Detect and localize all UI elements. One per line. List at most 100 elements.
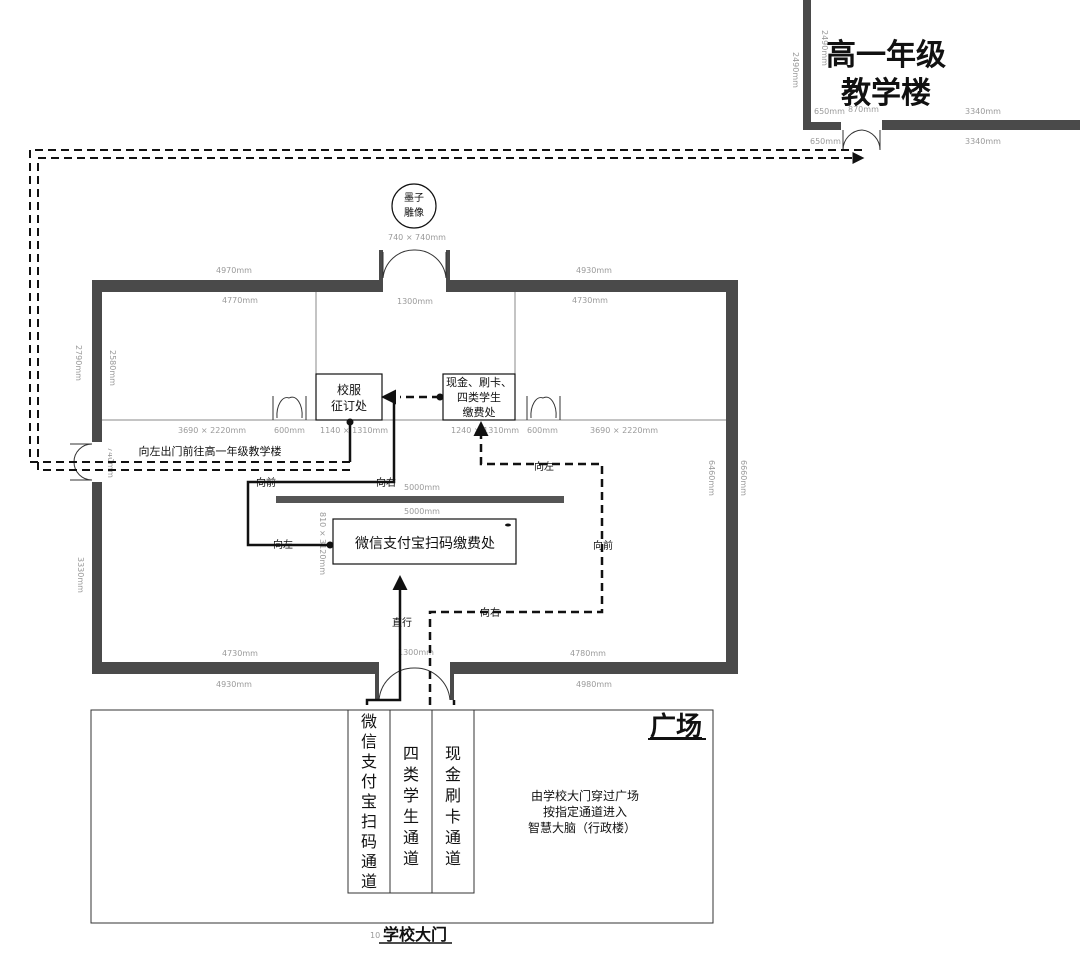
bottom-door-right	[413, 667, 451, 701]
hall-dimensions: 4970mm 4930mm 4770mm 4730mm 1300mm 740 ×…	[74, 233, 748, 689]
wall-bottom-left	[92, 662, 378, 674]
dim-4970: 4970mm	[216, 266, 252, 275]
dir-left: 向左	[273, 538, 293, 551]
building-title-line2: 教学楼	[841, 76, 931, 111]
building-door-right	[861, 129, 881, 151]
channel-char: 四	[403, 744, 419, 763]
dim-3340-b: 3340mm	[965, 137, 1001, 146]
statue-line2: 雕像	[404, 206, 424, 219]
top-gate-post-left	[379, 250, 383, 292]
channel-wechat-text: 微 信 支 付 宝 扫 码 通 道	[361, 712, 377, 891]
route-dot-scan	[326, 541, 334, 549]
instruction-line1: 由学校大门穿过广场	[531, 788, 639, 803]
channel-char: 金	[445, 765, 461, 784]
dir-right-upper: 向右	[376, 476, 396, 489]
grade1-building: 高一年级 教学楼 2490mm 2490mm 650mm 870mm 3340m…	[791, 0, 1080, 151]
dim-5000-a: 5000mm	[404, 483, 440, 492]
building-title-line1: 高一年级	[826, 38, 946, 73]
dim-4780: 4780mm	[570, 649, 606, 658]
cash-room-line3: 缴费处	[463, 405, 496, 419]
hall-walls	[92, 250, 738, 700]
channel-char: 道	[445, 849, 461, 868]
dim-2580: 2580mm	[108, 350, 117, 386]
dim-1140: 1140 × 1310mm	[320, 426, 388, 435]
building-wall-bottom-right	[882, 120, 1080, 130]
channel-four-text: 四 类 学 生 通 道	[403, 744, 419, 868]
wall-bottom-right	[450, 662, 738, 674]
dim-650-a: 650mm	[814, 107, 845, 116]
channel-char: 宝	[361, 792, 377, 811]
dim-4980: 4980mm	[576, 680, 612, 689]
partition-bar	[276, 496, 564, 503]
interior-lines	[102, 292, 726, 421]
partition-door-right	[526, 396, 561, 420]
uniform-room-line1: 校服	[337, 382, 361, 397]
dim-4930-bottom: 4930mm	[216, 680, 252, 689]
route-straight	[365, 575, 408, 705]
channel-cash	[431, 709, 475, 894]
channel-char: 卡	[445, 807, 461, 826]
dim-3340-a: 3340mm	[965, 107, 1001, 116]
top-gate-post-right	[446, 250, 450, 292]
dir-straight: 直行	[392, 616, 412, 629]
route-outer-dashed-inner	[37, 152, 865, 471]
route-dot-cash	[436, 393, 444, 401]
partition-door-left	[272, 396, 307, 420]
channel-char: 道	[361, 872, 377, 891]
dim-3690-right: 3690 × 2220mm	[590, 426, 658, 435]
dim-650-b: 650mm	[810, 137, 841, 146]
uniform-room-line2: 征订处	[331, 399, 367, 413]
channel-char: 微	[361, 712, 377, 731]
dim-2490: 2490mm	[791, 52, 800, 88]
exit-label-bg	[112, 443, 308, 459]
wall-top-right	[450, 280, 738, 292]
dim-4770: 4770mm	[222, 296, 258, 305]
uniform-room	[315, 373, 383, 421]
dim-600-right: 600mm	[527, 426, 558, 435]
cash-room-line2: 四类学生	[457, 390, 501, 404]
wall-left-lower	[92, 482, 102, 674]
scan-room	[332, 518, 517, 565]
dir-forward-left: 向前	[256, 476, 276, 489]
cash-room-line1: 现金、刷卡、	[446, 375, 512, 389]
dim-3330: 3330mm	[76, 557, 85, 593]
channel-char: 类	[403, 765, 419, 784]
channel-char: 信	[361, 732, 377, 751]
building-wall-bottom-left	[803, 122, 841, 130]
dim-2790: 2790mm	[74, 345, 83, 381]
dim-740x740: 740 × 740mm	[388, 233, 446, 242]
dim-5000-b: 5000mm	[404, 507, 440, 516]
gate-label: 学校大门	[383, 925, 447, 944]
dim-6460: 6460mm	[707, 460, 716, 496]
channel-char: 支	[361, 752, 377, 771]
dim-600-left: 600mm	[274, 426, 305, 435]
bottom-door-left	[378, 667, 415, 701]
bottom-gate-post-right	[450, 662, 454, 700]
instruction-line2: 按指定通道进入	[543, 804, 627, 819]
channel-cash-text: 现 金 刷 卡 通 道	[445, 744, 461, 868]
channel-char: 通	[445, 828, 461, 847]
channel-char: 刷	[445, 786, 461, 805]
gate-prefix: 10	[370, 931, 380, 940]
exit-route-label: 向左出门前往高一年级教学楼	[139, 444, 282, 458]
channel-char: 付	[361, 772, 377, 791]
wall-right	[726, 280, 738, 674]
dim-6660: 6660mm	[739, 460, 748, 496]
channel-char: 通	[403, 828, 419, 847]
wall-top-left	[92, 280, 379, 292]
channel-char: 码	[361, 832, 377, 851]
dim-2490b: 2490mm	[820, 30, 829, 66]
route-dot-uniform	[346, 418, 354, 426]
dim-1300-bottom: 1300mm	[398, 648, 434, 657]
scan-room-mark	[505, 523, 511, 527]
statue-line1: 墨子	[404, 192, 424, 204]
top-door-left	[382, 249, 415, 279]
instruction-line3: 智慧大脑（行政楼）	[528, 820, 636, 835]
building-door-left	[842, 129, 863, 151]
dim-1300-top: 1300mm	[397, 297, 433, 306]
channel-wechat	[347, 709, 391, 894]
channel-char: 通	[361, 852, 377, 871]
dim-810: 810 × 3120mm	[318, 512, 327, 575]
